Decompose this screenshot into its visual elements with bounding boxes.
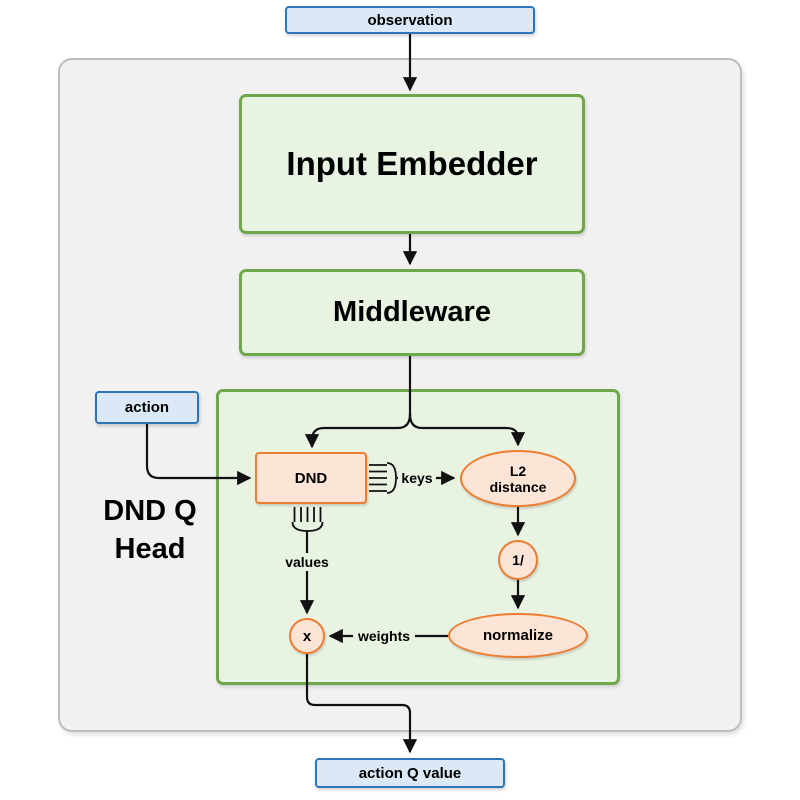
input-embedder-label: Input Embedder	[286, 145, 538, 182]
action-node: action	[95, 391, 199, 424]
multiply-node: x	[289, 618, 325, 654]
input-embedder-node: Input Embedder	[239, 94, 585, 234]
normalize-label: normalize	[482, 627, 554, 644]
multiply-label: x	[302, 627, 312, 645]
dnd-q-head-title-line2: Head	[114, 533, 186, 565]
keys-edge-label: keys	[398, 469, 436, 487]
action-q-value-label: action Q value	[358, 764, 462, 782]
dnd-q-head-title-line1: DND Q	[103, 495, 197, 527]
keys-edge-label-text: keys	[401, 470, 433, 486]
observation-node: observation	[285, 6, 535, 34]
action-q-value-node: action Q value	[315, 758, 505, 788]
action-label: action	[124, 399, 170, 416]
l2-distance-label-line2: distance	[489, 478, 547, 495]
values-edge-label-text: values	[285, 554, 329, 570]
middleware-label: Middleware	[333, 296, 491, 328]
reciprocal-label: 1/	[512, 552, 524, 568]
dnd-node: DND	[255, 452, 367, 504]
reciprocal-node: 1/	[498, 540, 538, 580]
l2-distance-label-line1: L2	[509, 462, 527, 479]
weights-edge-label: weights	[353, 627, 415, 645]
normalize-node: normalize	[448, 613, 588, 658]
dnd-label: DND	[294, 469, 328, 487]
values-edge-label: values	[280, 553, 334, 571]
weights-edge-label-text: weights	[357, 628, 411, 644]
observation-label: observation	[367, 11, 453, 29]
dnd-q-head-title: DND Q Head	[70, 492, 230, 568]
l2-distance-node: L2 distance	[460, 450, 576, 507]
middleware-node: Middleware	[239, 269, 585, 356]
